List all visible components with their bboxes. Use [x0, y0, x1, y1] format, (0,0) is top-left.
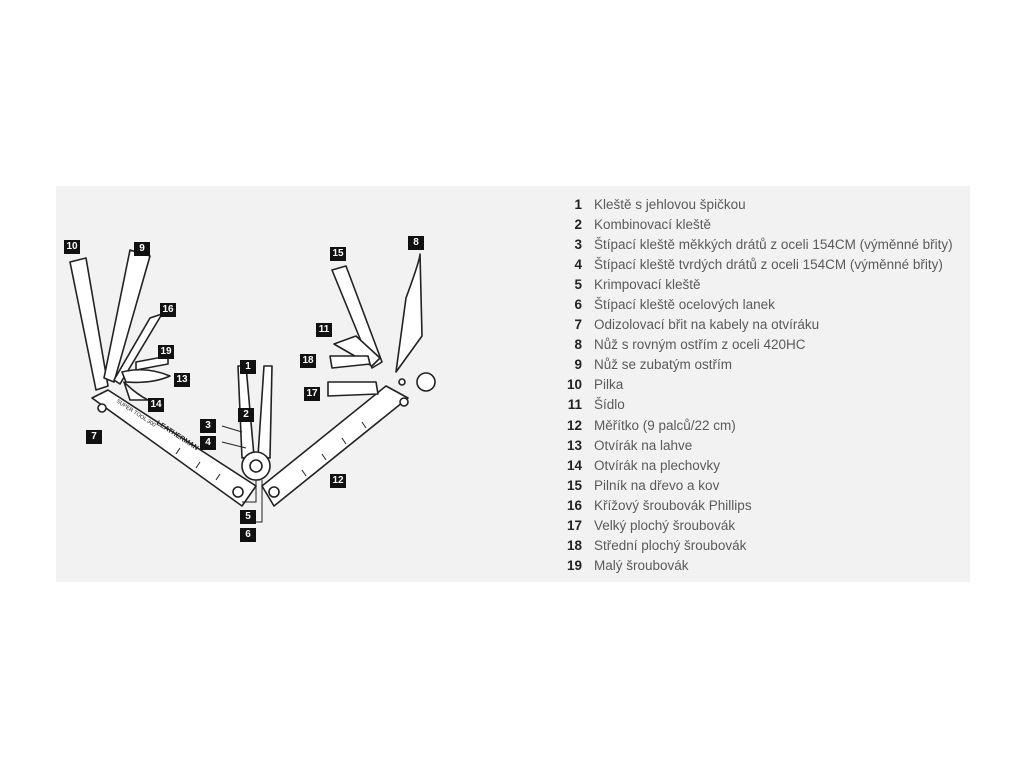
legend-number: 12: [566, 417, 582, 433]
legend-number: 18: [566, 538, 582, 554]
legend-item: 16 Křížový šroubovák Phillips: [556, 495, 966, 515]
legend-label: Pilka: [594, 377, 624, 393]
legend-number: 10: [566, 377, 582, 393]
label-12: 12: [330, 474, 346, 488]
legend-item: 11 Šídlo: [556, 395, 966, 415]
legend-item: 8 Nůž s rovným ostřím z oceli 420HC: [556, 335, 966, 355]
legend-label: Střední plochý šroubovák: [594, 538, 747, 554]
legend-label: Štípací kleště tvrdých drátů z oceli 154…: [594, 256, 943, 272]
label-7: 7: [86, 430, 102, 444]
label-15: 15: [330, 247, 346, 261]
label-2: 2: [238, 408, 254, 422]
legend-item: 9 Nůž se zubatým ostřím: [556, 355, 966, 375]
label-18: 18: [300, 354, 316, 368]
legend-item: 3 Štípací kleště měkkých drátů z oceli 15…: [556, 234, 966, 254]
legend-number: 8: [574, 337, 582, 353]
legend-item: 5 Krimpovací kleště: [556, 274, 966, 294]
legend-label: Velký plochý šroubovák: [594, 518, 736, 534]
legend-number: 19: [566, 558, 582, 574]
legend-item: 12 Měřítko (9 palců/22 cm): [556, 415, 966, 435]
label-11: 11: [316, 323, 332, 337]
legend-number: 2: [574, 216, 582, 232]
legend-item: 1 Kleště s jehlovou špičkou: [556, 194, 966, 214]
multitool-illustration: LEATHERMAN SUPER TOOL 300: [69, 249, 436, 523]
legend-label: Kombinovací kleště: [594, 216, 712, 232]
legend-item: 2 Kombinovací kleště: [556, 214, 966, 234]
label-5: 5: [240, 510, 256, 524]
label-6: 6: [240, 528, 256, 542]
legend-number: 7: [574, 317, 582, 333]
legend-item: 4 Štípací kleště tvrdých drátů z oceli 15…: [556, 254, 966, 274]
right-handle: [261, 385, 409, 507]
label-13: 13: [174, 373, 190, 387]
legend-label: Krimpovací kleště: [594, 276, 701, 292]
legend-number: 4: [574, 256, 582, 272]
label-9: 9: [134, 242, 150, 256]
legend-number: 5: [574, 276, 582, 292]
legend-item: 19 Malý šroubovák: [556, 556, 966, 576]
legend-label: Odizolovací břit na kabely na otvíráku: [594, 317, 820, 333]
legend-number: 13: [566, 437, 582, 453]
legend-label: Nůž s rovným ostřím z oceli 420HC: [594, 337, 806, 353]
label-19: 19: [158, 345, 174, 359]
legend-item: 10 Pilka: [556, 375, 966, 395]
straight-knife: [395, 253, 423, 373]
legend-number: 9: [574, 357, 582, 373]
legend-label: Otvírák na plechovky: [594, 457, 721, 473]
legend-label: Malý šroubovák: [594, 558, 689, 574]
legend-item: 13 Otvírák na lahve: [556, 435, 966, 455]
multitool-diagram: LEATHERMAN SUPER TOOL 300 1 2 3 4 5 6 7 …: [56, 186, 576, 582]
legend-label: Otvírák na lahve: [594, 437, 693, 453]
label-4: 4: [200, 436, 216, 450]
content-panel: LEATHERMAN SUPER TOOL 300 1 2 3 4 5 6 7 …: [56, 186, 970, 582]
large-flat-driver: [327, 381, 379, 397]
legend-number: 3: [574, 236, 582, 252]
legend-number: 1: [574, 196, 582, 212]
lanyard-ring: [416, 372, 436, 392]
label-16: 16: [160, 303, 176, 317]
label-8: 8: [408, 236, 424, 250]
legend-label: Štípací kleště ocelových lanek: [594, 297, 775, 313]
legend-label: Štípací kleště měkkých drátů z oceli 154…: [594, 236, 953, 252]
legend-label: Měřítko (9 palců/22 cm): [594, 417, 736, 433]
legend-item: 6 Štípací kleště ocelových lanek: [556, 294, 966, 314]
left-handle: [91, 389, 257, 507]
legend-item: 14 Otvírák na plechovky: [556, 455, 966, 475]
legend-item: 15 Pilník na dřevo a kov: [556, 475, 966, 495]
label-1: 1: [240, 360, 256, 374]
bottle-opener: [121, 368, 171, 384]
legend-item: 7 Odizolovací břit na kabely na otvíráku: [556, 315, 966, 335]
legend-label: Nůž se zubatým ostřím: [594, 357, 733, 373]
legend-item: 18 Střední plochý šroubovák: [556, 536, 966, 556]
legend-number: 14: [566, 457, 582, 473]
legend-label: Kleště s jehlovou špičkou: [594, 196, 746, 212]
parts-legend: 1 Kleště s jehlovou špičkou 2 Kombinovací …: [556, 194, 966, 576]
can-opener: [123, 381, 149, 401]
pliers-jaw-right: [257, 365, 273, 459]
legend-item: 17 Velký plochý šroubovák: [556, 516, 966, 536]
legend-number: 17: [566, 518, 582, 534]
file-tool: [331, 265, 383, 369]
label-17: 17: [304, 387, 320, 401]
small-driver: [135, 355, 169, 371]
legend-number: 15: [566, 477, 582, 493]
label-14: 14: [148, 398, 164, 412]
legend-label: Pilník na dřevo a kov: [594, 477, 720, 493]
phillips-driver: [113, 313, 163, 385]
label-10: 10: [64, 240, 80, 254]
legend-number: 16: [566, 497, 582, 513]
legend-number: 6: [574, 297, 582, 313]
legend-label: Šídlo: [594, 397, 625, 413]
medium-flat-driver: [329, 355, 371, 369]
legend-number: 11: [567, 397, 582, 413]
legend-label: Křížový šroubovák Phillips: [594, 497, 752, 513]
saw-blade: [69, 257, 109, 391]
label-3: 3: [200, 419, 216, 433]
